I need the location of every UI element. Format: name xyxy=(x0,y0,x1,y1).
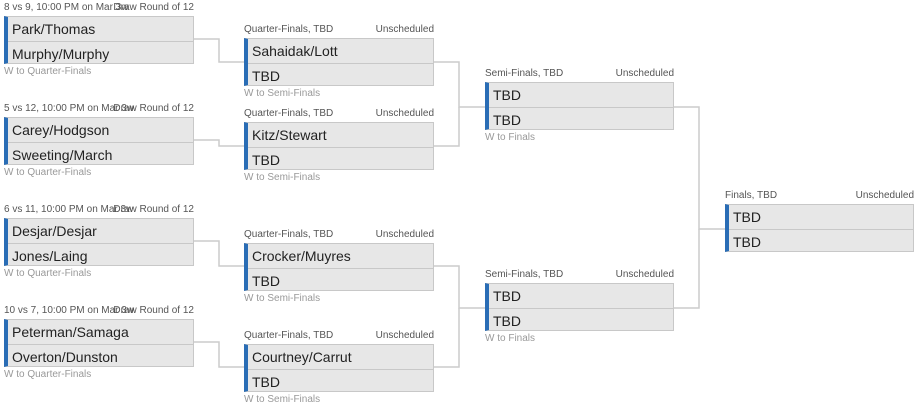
team-slot-1[interactable]: Desjar/Desjar xyxy=(12,223,97,239)
match-header-left: 8 vs 9, 10:00 PM on Mar 3w xyxy=(4,2,129,13)
connector-r1-2 xyxy=(194,139,244,147)
connector-sf-2 xyxy=(674,229,700,309)
match-header-right: Unscheduled xyxy=(375,108,434,119)
match-header-left: Semi-Finals, TBD xyxy=(485,269,564,280)
match-header-left: Semi-Finals, TBD xyxy=(485,68,564,79)
match-header-right: Draw Round of 12 xyxy=(113,204,194,215)
team-slot-2[interactable]: TBD xyxy=(489,308,673,333)
connector-qf-3 xyxy=(434,265,485,309)
team-slot-1[interactable]: TBD xyxy=(493,87,521,103)
match-header-right: Draw Round of 12 xyxy=(113,305,194,316)
match-header-right: Unscheduled xyxy=(615,68,674,79)
match-header-right: Unscheduled xyxy=(375,330,434,341)
connector-qf-2 xyxy=(434,107,460,147)
connector-qf-1 xyxy=(434,61,485,108)
team-slot-1[interactable]: Park/Thomas xyxy=(12,21,96,37)
match-header-right: Unscheduled xyxy=(375,24,434,35)
match-header-right: Unscheduled xyxy=(855,190,914,201)
match-header-right: Draw Round of 12 xyxy=(113,2,194,13)
connector-r1-1 xyxy=(194,38,244,63)
match-header-left: Quarter-Finals, TBD xyxy=(244,24,334,35)
team-slot-2[interactable]: Murphy/Murphy xyxy=(8,41,193,66)
connector-r1-3 xyxy=(194,240,244,267)
match-quarterfinal-4[interactable]: Quarter-Finals, TBD Unscheduled Courtney/… xyxy=(244,330,434,410)
team-slot-1[interactable]: Crocker/Muyres xyxy=(252,248,351,264)
match-footer: W to Semi-Finals xyxy=(244,88,321,99)
match-quarterfinal-3[interactable]: Quarter-Finals, TBD Unscheduled Crocker/M… xyxy=(244,229,434,309)
team-slot-1[interactable]: Courtney/Carrut xyxy=(252,349,352,365)
match-header-left: 6 vs 11, 10:00 PM on Mar 3w xyxy=(4,204,134,215)
connector-r1-4 xyxy=(194,341,244,368)
match-footer: W to Quarter-Finals xyxy=(4,66,92,77)
team-slot-1[interactable]: Peterman/Samaga xyxy=(12,324,129,340)
match-footer: W to Finals xyxy=(485,132,536,143)
team-slot-2[interactable]: TBD xyxy=(248,369,433,394)
match-header-left: Quarter-Finals, TBD xyxy=(244,229,334,240)
match-footer: W to Quarter-Finals xyxy=(4,268,92,279)
team-slot-2[interactable]: Overton/Dunston xyxy=(8,344,193,369)
match-quarterfinal-2[interactable]: Quarter-Finals, TBD Unscheduled Kitz/Stew… xyxy=(244,108,434,188)
team-slot-1[interactable]: Carey/Hodgson xyxy=(12,122,110,138)
team-slot-2[interactable]: TBD xyxy=(248,268,433,293)
team-slot-1[interactable]: Kitz/Stewart xyxy=(252,127,327,143)
match-header-right: Unscheduled xyxy=(615,269,674,280)
team-slot-2[interactable]: TBD xyxy=(248,63,433,88)
team-slot-1[interactable]: Sahaidak/Lott xyxy=(252,43,338,59)
match-footer: W to Semi-Finals xyxy=(244,172,321,183)
team-slot-1[interactable]: TBD xyxy=(493,288,521,304)
connector-sf-1 xyxy=(674,106,725,230)
match-header-left: Quarter-Finals, TBD xyxy=(244,330,334,341)
match-semifinal-1[interactable]: Semi-Finals, TBD Unscheduled TBD TBD W to… xyxy=(485,68,674,148)
match-header-left: Quarter-Finals, TBD xyxy=(244,108,334,119)
match-footer: W to Semi-Finals xyxy=(244,394,321,405)
match-header-right: Draw Round of 12 xyxy=(113,103,194,114)
team-slot-2[interactable]: TBD xyxy=(248,147,433,172)
team-slot-2[interactable]: TBD xyxy=(729,229,913,254)
match-header-left: 5 vs 12, 10:00 PM on Mar 3w xyxy=(4,103,135,114)
team-slot-2[interactable]: Sweeting/March xyxy=(8,142,193,167)
team-slot-2[interactable]: TBD xyxy=(489,107,673,132)
match-footer: W to Finals xyxy=(485,333,536,344)
connector-qf-4 xyxy=(434,308,460,368)
team-slot-2[interactable]: Jones/Laing xyxy=(8,243,193,268)
match-footer: W to Quarter-Finals xyxy=(4,167,92,178)
match-semifinal-2[interactable]: Semi-Finals, TBD Unscheduled TBD TBD W to… xyxy=(485,269,674,349)
match-footer: W to Semi-Finals xyxy=(244,293,321,304)
match-header-right: Unscheduled xyxy=(375,229,434,240)
match-footer: W to Quarter-Finals xyxy=(4,369,92,380)
match-quarterfinal-1[interactable]: Quarter-Finals, TBD Unscheduled Sahaidak/… xyxy=(244,24,434,104)
match-header-left: 10 vs 7, 10:00 PM on Mar 3w xyxy=(4,305,135,316)
team-slot-1[interactable]: TBD xyxy=(733,209,761,225)
match-final[interactable]: Finals, TBD Unscheduled TBD TBD xyxy=(725,190,914,254)
match-header-left: Finals, TBD xyxy=(725,190,778,201)
